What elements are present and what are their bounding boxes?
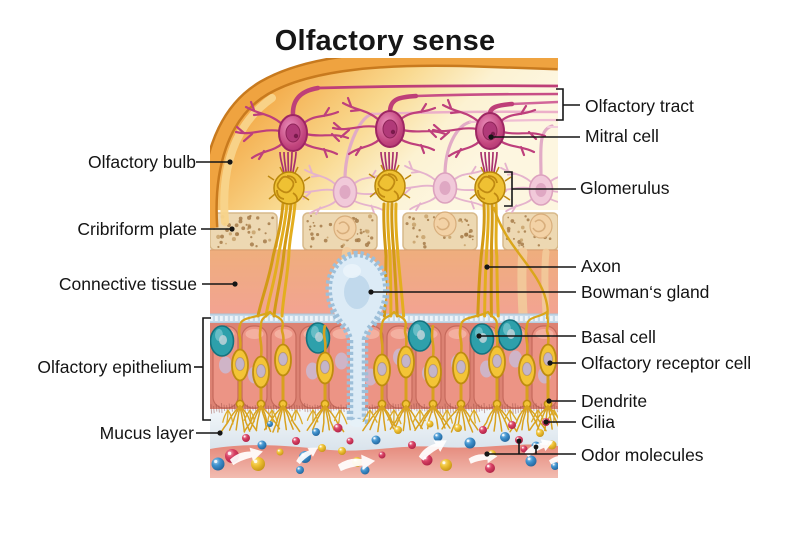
- leader-mitral-cell: [488, 134, 580, 140]
- label-axon: Axon: [581, 256, 621, 276]
- label-bowmans-gland: Bowman‘s gland: [581, 282, 710, 302]
- diagram-art: [210, 58, 558, 478]
- glomeruli: [267, 151, 512, 205]
- leader-olfactory-epithelium: [194, 317, 211, 421]
- label-olfactory-tract: Olfactory tract: [585, 96, 694, 116]
- leader-bowmans-gland: [368, 289, 576, 295]
- leader-odor-molecules: [484, 438, 576, 457]
- olfactory-receptor-cells: [231, 324, 557, 409]
- leader-dendrite: [546, 398, 576, 404]
- label-glomerulus: Glomerulus: [580, 178, 670, 198]
- label-olfactory-receptor-cell: Olfactory receptor cell: [581, 353, 752, 373]
- label-mucus-layer: Mucus layer: [99, 423, 194, 443]
- label-connective-tissue: Connective tissue: [58, 274, 197, 294]
- label-mitral-cell: Mitral cell: [585, 126, 659, 146]
- label-basal-cell: Basal cell: [581, 327, 656, 347]
- label-olfactory-bulb: Olfactory bulb: [88, 152, 196, 172]
- leader-axon: [484, 264, 576, 270]
- mitral-cells: [234, 85, 547, 161]
- leader-mucus-layer: [196, 430, 223, 436]
- page-title: Olfactory sense: [274, 25, 496, 58]
- cilia-region: [220, 405, 558, 433]
- label-odor-molecules: Odor molecules: [581, 445, 704, 465]
- leader-lines: [194, 88, 580, 457]
- leader-olfactory-bulb: [196, 159, 233, 165]
- leader-olfactory-tract: [556, 88, 580, 121]
- label-cribriform-plate: Cribriform plate: [77, 219, 197, 239]
- label-dendrite: Dendrite: [581, 391, 648, 411]
- bowmans-gland: [325, 250, 390, 427]
- label-cilia: Cilia: [581, 412, 616, 432]
- axon-bundles: [238, 202, 550, 328]
- leader-glomerulus: [504, 171, 576, 207]
- leader-basal-cell: [476, 333, 576, 339]
- leader-cribriform-plate: [201, 226, 235, 232]
- leader-cilia: [543, 419, 576, 425]
- leader-olfactory-receptor-cell: [547, 360, 576, 366]
- olfactory-bulb-rim: [210, 58, 558, 228]
- leader-connective-tissue: [202, 281, 238, 287]
- odor-molecules-region: [211, 418, 558, 475]
- label-olfactory-epithelium: Olfactory epithelium: [37, 357, 192, 377]
- background-mitral-cells: [295, 112, 558, 241]
